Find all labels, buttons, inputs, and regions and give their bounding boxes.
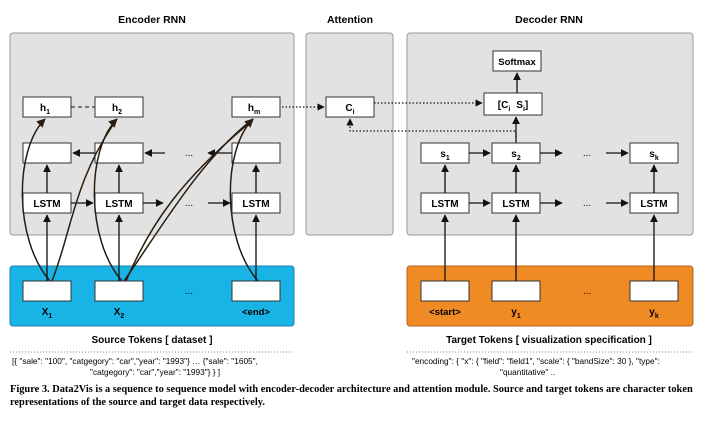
decoder-lstm-2-label: LSTM <box>502 199 529 210</box>
figure-caption: Figure 3. Data2Vis is a sequence to sequ… <box>10 383 700 409</box>
decoder-title: Decoder RNN <box>515 14 583 26</box>
attention-ci-box <box>325 96 375 118</box>
decoder-s2-label: s2 <box>511 149 521 162</box>
attention-ci-label: Ci <box>345 103 354 116</box>
source-token-x1 <box>22 280 72 302</box>
figure-caption-prefix: Figure 3. <box>10 384 50 395</box>
source-token-end-label: <end> <box>242 307 270 318</box>
target-token-yk-label: yk <box>649 307 659 320</box>
source-example-line-1: [{ "sale": "100", "catgegory": "car","ye… <box>12 356 258 366</box>
encoder-mid-box-m <box>231 142 281 164</box>
source-token-end <box>231 280 281 302</box>
decoder-lstm-1-label: LSTM <box>431 199 458 210</box>
encoder-curve-x2-hm-b <box>125 119 254 282</box>
encoder-title: Encoder RNN <box>118 14 186 26</box>
attention-title: Attention <box>327 14 373 26</box>
target-token-start-label: <start> <box>429 307 461 318</box>
target-token-yk <box>629 280 679 302</box>
source-example-line-2: "catgegory": "car","year": "1993"} } ] <box>90 367 220 377</box>
decoder-sk-box <box>629 142 679 164</box>
figure-caption-text: Data2Vis is a sequence to sequence model… <box>10 384 693 408</box>
decoder-s1-label: s1 <box>440 149 450 162</box>
target-tokens-panel <box>406 265 694 327</box>
target-token-y1 <box>491 280 541 302</box>
decoder-concat-box <box>483 92 543 116</box>
target-example-line-2: "quantitative" .. <box>500 367 555 377</box>
encoder-lstm-2-label: LSTM <box>105 199 132 210</box>
decoder-softmax-label: Softmax <box>498 57 536 68</box>
source-tokens-panel <box>9 265 295 327</box>
decoder-softmax-box <box>492 50 542 72</box>
encoder-curve-x1-h2 <box>51 118 118 282</box>
source-token-x2 <box>94 280 144 302</box>
decoder-sk-label: sk <box>649 149 659 162</box>
encoder-panel <box>9 32 295 236</box>
encoder-hm-label: hm <box>248 103 260 116</box>
target-token-start <box>420 280 470 302</box>
decoder-lstm-k-label: LSTM <box>640 199 667 210</box>
target-token-y1-label: y1 <box>511 307 521 320</box>
encoder-h1-label: h1 <box>40 103 50 116</box>
encoder-curve-x1-h1 <box>21 118 51 282</box>
encoder-mid-box-1 <box>22 142 72 164</box>
target-tokens-label: Target Tokens [ visualization specificat… <box>446 335 652 346</box>
encoder-mid-box-2 <box>94 142 144 164</box>
attention-panel <box>305 32 394 236</box>
target-example-line-1: "encoding": { "x": { "field": "field1", … <box>412 356 660 366</box>
encoder-lstm-1-label: LSTM <box>33 199 60 210</box>
decoder-lstm-ellipsis: ... <box>583 198 591 209</box>
encoder-lstm-m-label: LSTM <box>242 199 269 210</box>
decoder-state-ellipsis: ... <box>583 148 591 159</box>
source-token-x2-label: X2 <box>114 307 125 320</box>
encoder-mid-ellipsis: ... <box>185 148 193 159</box>
encoder-h2-label: h2 <box>112 103 122 116</box>
target-ellipsis: ... <box>583 286 591 297</box>
source-token-x1-label: X1 <box>42 307 53 320</box>
encoder-curve-end-hm <box>229 118 259 282</box>
source-ellipsis: ... <box>185 286 193 297</box>
encoder-lstm-ellipsis: ... <box>185 198 193 209</box>
encoder-hm-box <box>231 96 281 118</box>
source-tokens-label: Source Tokens [ dataset ] <box>92 335 213 346</box>
attention-dotted-s2-feedback <box>346 118 517 137</box>
decoder-panel <box>406 32 694 236</box>
